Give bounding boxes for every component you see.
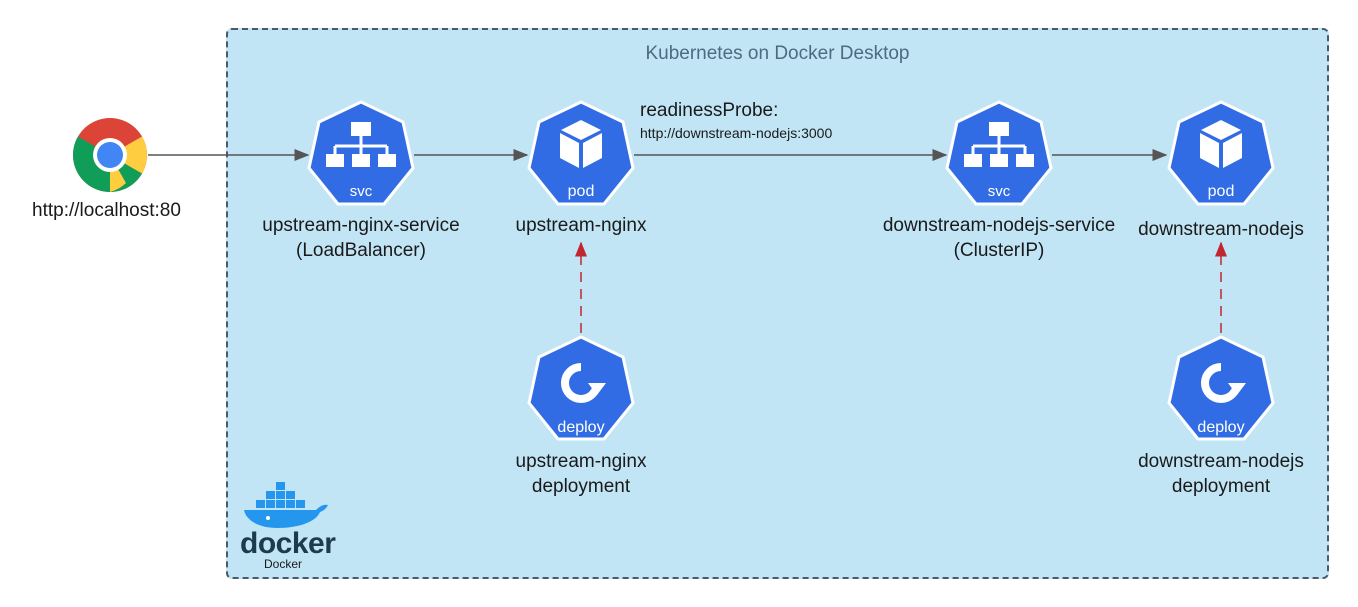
docker-whale-icon xyxy=(238,480,333,575)
upstream-service-icon: svc xyxy=(306,100,416,210)
downstream-deployment-icon: deploy xyxy=(1166,335,1276,445)
docker-caption: Docker xyxy=(264,557,303,571)
upstream-service-name: upstream-nginx-service xyxy=(262,215,460,236)
kubernetes-cluster-boundary: Kubernetes on Docker Desktop xyxy=(226,28,1329,579)
upstream-service-label: upstream-nginx-service (LoadBalancer) xyxy=(256,213,466,263)
upstream-deployment-label: upstream-nginx deployment xyxy=(496,449,666,499)
downstream-pod-label: downstream-nodejs xyxy=(1138,219,1304,240)
cluster-title: Kubernetes on Docker Desktop xyxy=(645,43,910,64)
downstream-service-icon: svc xyxy=(944,100,1054,210)
deploy-badge: deploy xyxy=(1197,419,1244,436)
svc-badge: svc xyxy=(350,183,373,200)
deploy-badge: deploy xyxy=(557,419,604,436)
downstream-deployment-label: downstream-nodejs deployment xyxy=(1121,449,1321,499)
downstream-service-type: (ClusterIP) xyxy=(953,240,1045,261)
readiness-probe-title: readinessProbe: xyxy=(640,100,779,121)
upstream-deployment-name: upstream-nginx xyxy=(515,451,647,472)
upstream-deployment-icon: deploy xyxy=(526,335,636,445)
downstream-deployment-kind: deployment xyxy=(1171,476,1271,497)
downstream-deployment-name: downstream-nodejs xyxy=(1138,451,1304,472)
downstream-pod-icon: pod xyxy=(1166,100,1276,210)
pod-badge: pod xyxy=(568,183,595,200)
readiness-probe-url: http://downstream-nodejs:3000 xyxy=(640,125,833,141)
upstream-service-type: (LoadBalancer) xyxy=(296,240,426,261)
pod-badge: pod xyxy=(1208,183,1235,200)
upstream-pod-icon: pod xyxy=(526,100,636,210)
docker-wordmark: docker xyxy=(240,527,336,560)
upstream-deployment-kind: deployment xyxy=(531,476,631,497)
browser-url-label: http://localhost:80 xyxy=(32,200,181,221)
chrome-icon xyxy=(72,117,148,193)
downstream-service-label: downstream-nodejs-service (ClusterIP) xyxy=(874,213,1124,263)
downstream-service-name: downstream-nodejs-service xyxy=(882,215,1116,236)
upstream-pod-label: upstream-nginx xyxy=(515,215,647,236)
svc-badge: svc xyxy=(988,183,1011,200)
